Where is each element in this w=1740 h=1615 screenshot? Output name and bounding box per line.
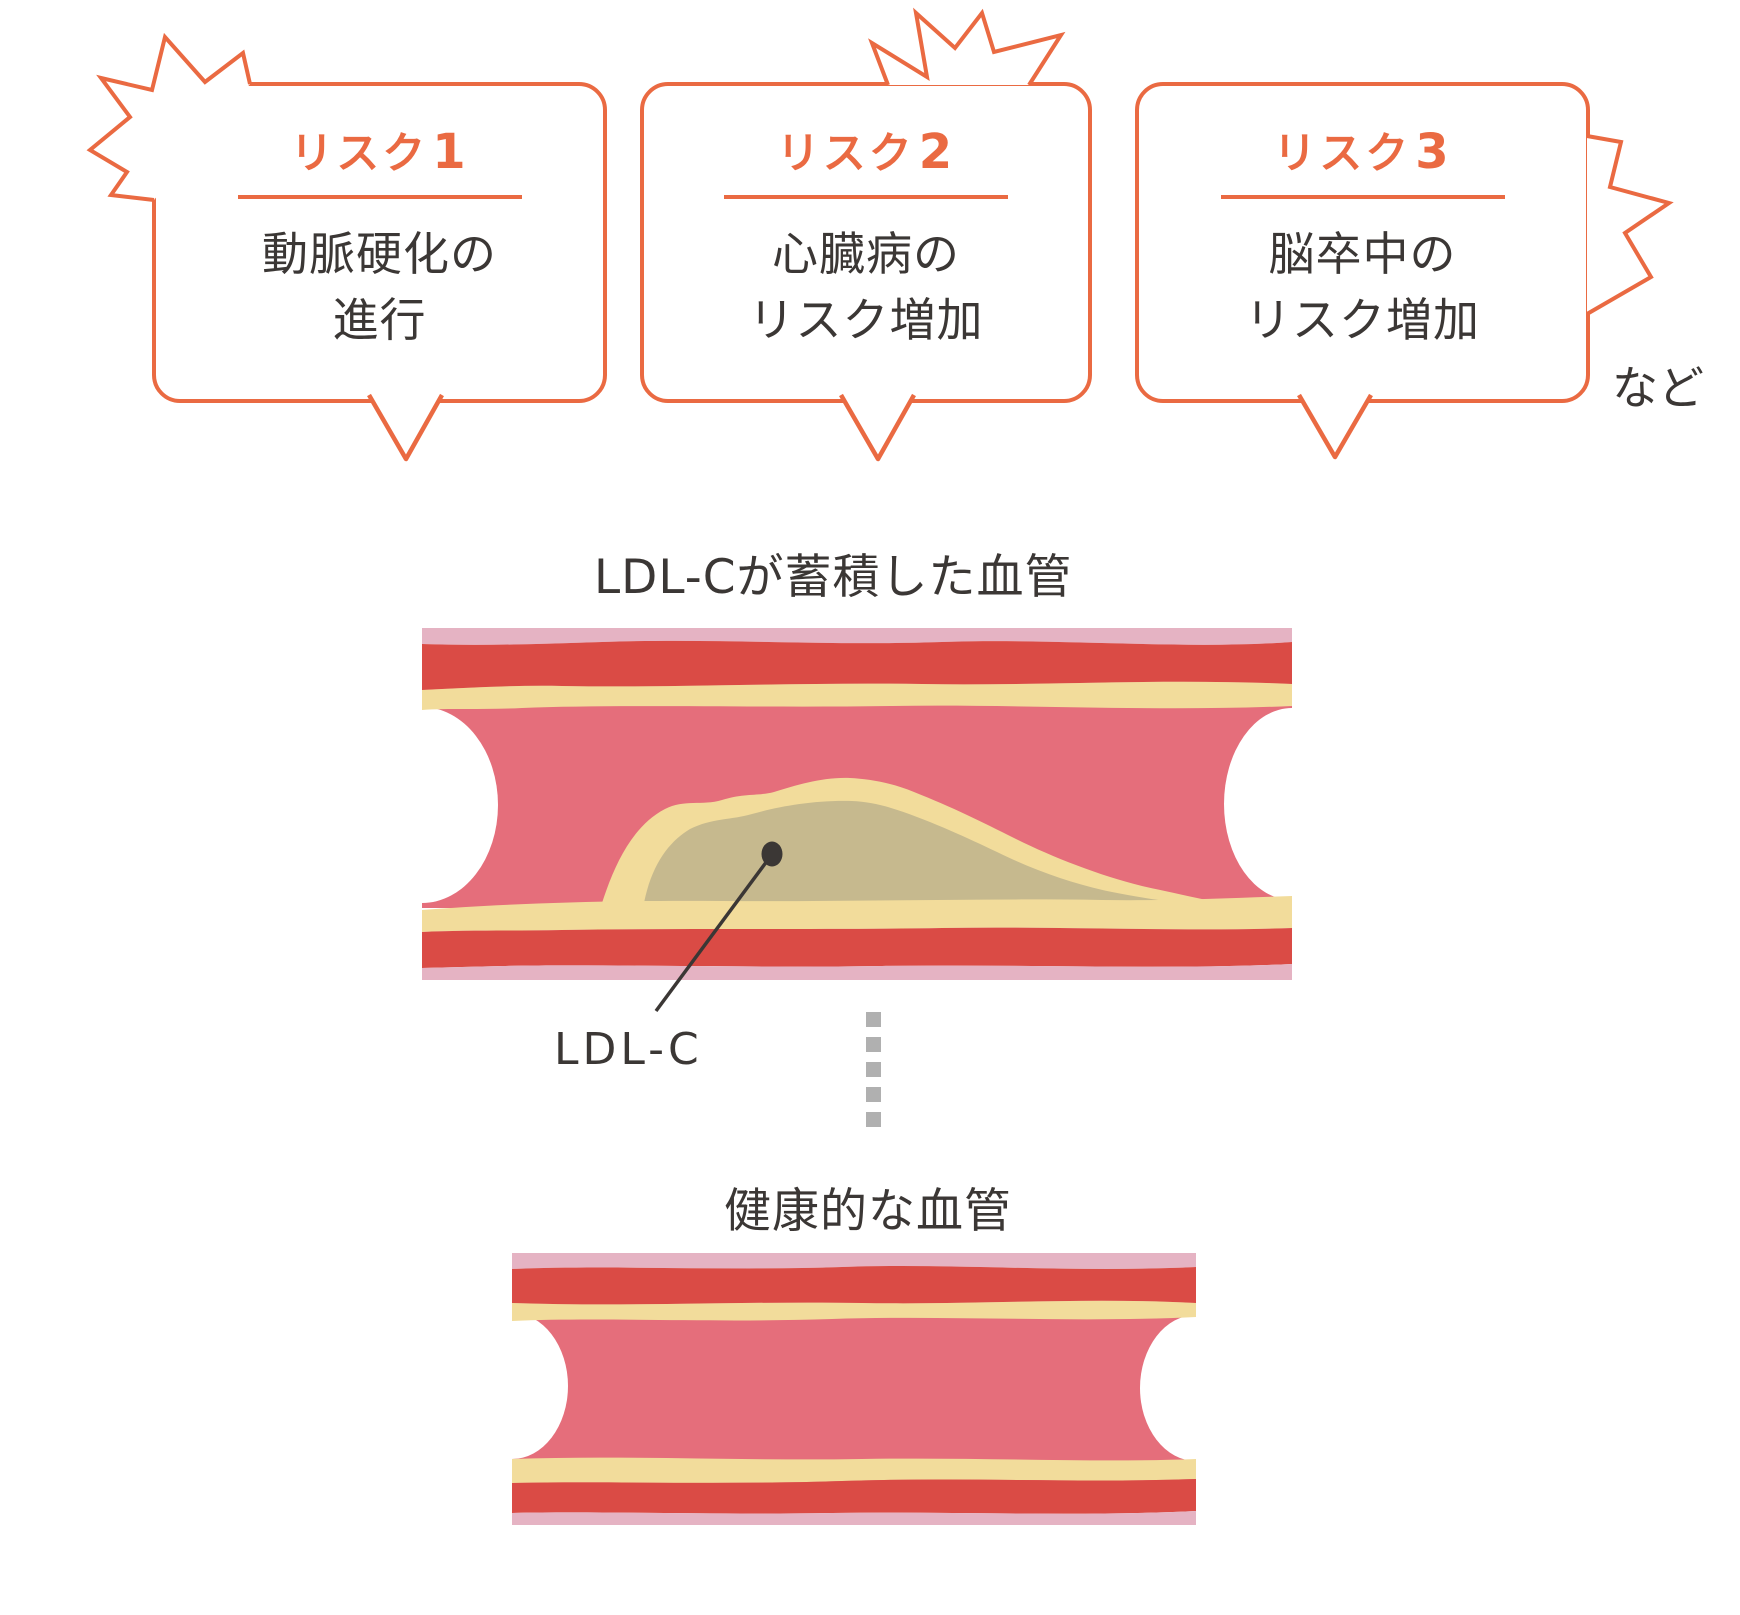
- risk-2-underline: [724, 194, 1008, 199]
- diseased-vessel-illustration: [422, 628, 1292, 980]
- vessel-opening-right: [1224, 708, 1292, 900]
- inner-wall-top: [422, 681, 1292, 710]
- risk-2-line2: リスク増加: [748, 292, 984, 347]
- plaque-core: [644, 800, 1180, 903]
- risk-2-line1: 心臓病の: [772, 226, 960, 281]
- healthy-vessel-title: 健康的な血管: [724, 1184, 1012, 1239]
- bubble-3-tail: [1297, 393, 1373, 460]
- inner-wall-bottom: [422, 896, 1292, 932]
- risk-3-line2: リスク増加: [1245, 292, 1480, 347]
- risk-1-line1: 動脈硬化の: [262, 226, 497, 281]
- risk-3-number: 3: [1415, 124, 1452, 180]
- risk-2-text: 心臓病の リスク増加: [749, 221, 984, 353]
- muscle-wall-top: [512, 1266, 1196, 1305]
- starburst-icon: [1585, 134, 1674, 316]
- risk-3-text: 脳卒中の リスク増加: [1245, 221, 1480, 353]
- healthy-vessel-illustration: [512, 1253, 1196, 1525]
- vessel-opening-left: [422, 707, 498, 903]
- dashed-connector-segment: [866, 1012, 881, 1027]
- outer-wall-top: [422, 628, 1292, 645]
- risk-1-label: リスク: [290, 129, 429, 179]
- diseased-vessel-title: LDL-Cが蓄積した血管: [594, 550, 1073, 605]
- vessel-opening-left: [512, 1313, 568, 1459]
- risk-2-number: 2: [918, 124, 956, 180]
- risk-3-label: リスク: [1273, 129, 1412, 179]
- inner-wall-top: [512, 1300, 1196, 1321]
- muscle-wall-bottom: [512, 1479, 1196, 1514]
- risk-1-underline: [237, 194, 522, 199]
- outer-wall-top: [512, 1253, 1196, 1269]
- dashed-connector-segment: [866, 1062, 881, 1077]
- dashed-connector-segment: [866, 1112, 881, 1127]
- risk-1-text: 動脈硬化の 進行: [262, 221, 497, 353]
- etc-label: など: [1612, 361, 1704, 415]
- muscle-wall-top: [422, 640, 1292, 690]
- risk-2-label: リスク: [776, 129, 915, 179]
- muscle-wall-bottom: [422, 927, 1292, 968]
- vessel-lumen: [512, 1293, 1196, 1485]
- outer-wall-bottom: [422, 964, 1292, 980]
- dashed-connector-segment: [866, 1087, 881, 1102]
- risk-1-line2: 進行: [332, 292, 427, 347]
- outer-wall-bottom: [512, 1511, 1196, 1525]
- starburst-icon: [868, 7, 1066, 87]
- risk-3-line1: 脳卒中の: [1268, 226, 1457, 281]
- vessel-opening-right: [1140, 1315, 1196, 1461]
- dashed-connector-segment: [866, 1037, 881, 1052]
- inner-wall-bottom: [512, 1457, 1196, 1483]
- bubble-2-tail: [839, 393, 916, 462]
- risk-3-underline: [1220, 194, 1505, 199]
- risk-1-number: 1: [432, 124, 469, 180]
- ldl-c-annotation: LDL-C: [554, 1024, 703, 1075]
- bubble-1-tail: [367, 393, 444, 462]
